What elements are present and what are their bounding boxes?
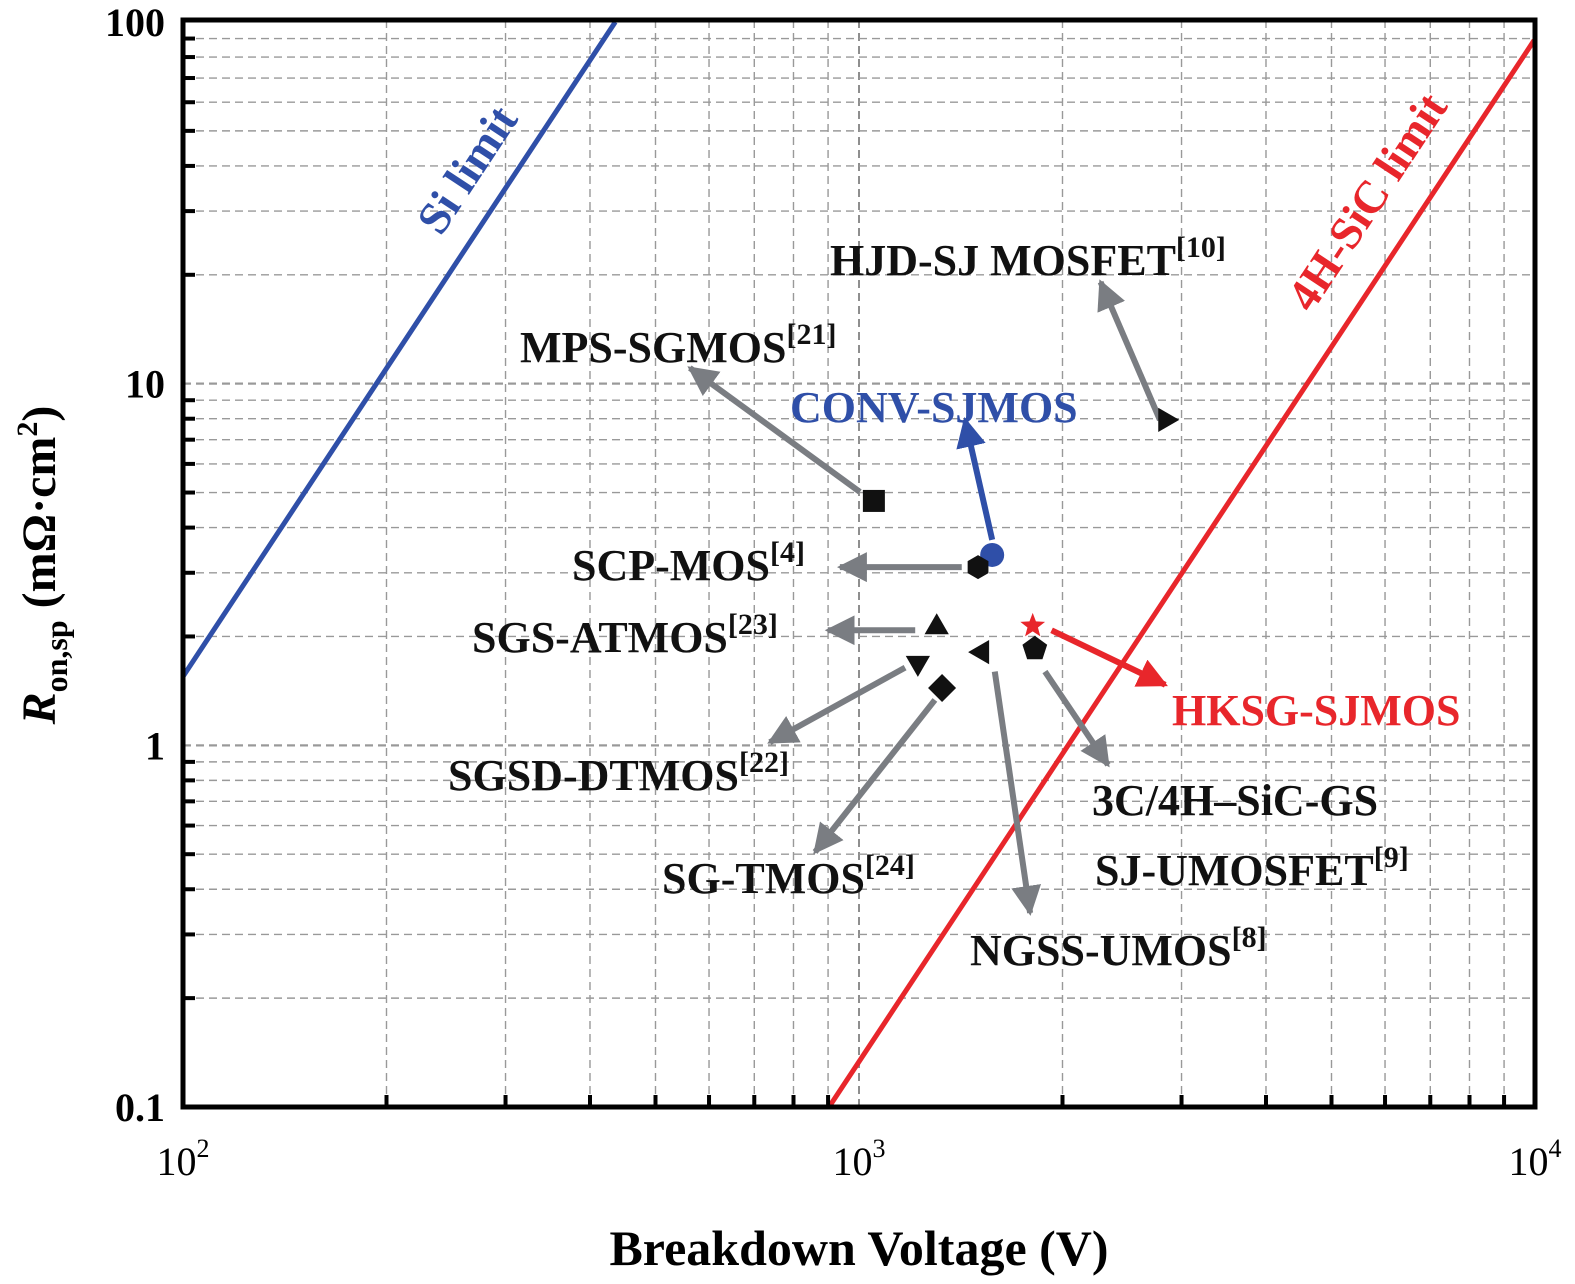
y-tick-label: 0.1: [115, 1085, 165, 1130]
annotation-label-reference: [10]: [1176, 231, 1226, 264]
data-points: [862, 407, 1180, 703]
annotation-arrow: [687, 365, 862, 495]
annotation-label: SG-TMOS[24]: [662, 849, 915, 903]
y-tick-label: 1: [145, 723, 165, 768]
x-tick-label: 104: [1509, 1134, 1562, 1184]
y-axis-unit-close: ): [13, 406, 66, 422]
limit-lines: [183, 20, 1535, 1107]
annotation-label-text: CONV-SJMOS: [790, 383, 1078, 432]
y-axis-unit-sup: 2: [11, 422, 44, 437]
x-tick-exponent: 2: [197, 1134, 210, 1163]
annotation-label-reference: [9]: [1374, 841, 1409, 874]
annotation-label: MPS-SGMOS[21]: [520, 318, 836, 372]
annotation-label: SCP-MOS[4]: [572, 536, 805, 590]
annotation-arrow: [767, 665, 907, 745]
triangle-left-marker: [968, 640, 990, 665]
annotation-arrow: [956, 416, 996, 541]
x-axis-title: Breakdown Voltage (V): [609, 1220, 1108, 1276]
x-tick-label: 102: [157, 1134, 210, 1184]
pentagon-marker: [1022, 635, 1048, 660]
annotation-label-reference: [8]: [1232, 921, 1267, 954]
hexagon-marker: [967, 555, 989, 580]
square-marker: [862, 489, 885, 512]
annotation-label-text: 3C/4H–SiC-GS: [1092, 776, 1378, 825]
annotation-arrow: [812, 698, 938, 855]
annotation-label-text: NGSS-UMOS: [970, 926, 1232, 975]
annotation-label-reference: [24]: [865, 849, 915, 882]
annotation-label-text: SG-TMOS: [662, 854, 865, 903]
y-axis-title: Ron,sp (mΩ·cm2): [11, 406, 74, 726]
y-tick-label: 10: [125, 362, 165, 407]
annotation-label-text: SCP-MOS: [572, 541, 770, 590]
annotation-label-reference: [22]: [739, 746, 789, 779]
annotation-label-text: HKSG-SJMOS: [1172, 686, 1461, 735]
annotation-label-text: SJ-UMOSFET: [1095, 846, 1374, 895]
annotation-label-text: HJD-SJ MOSFET: [830, 236, 1176, 285]
annotation-label: HJD-SJ MOSFET[10]: [830, 231, 1226, 285]
y-axis-subscript: on,sp: [38, 620, 74, 692]
annotation-label-reference: [21]: [786, 318, 836, 351]
annotation-arrow: [1050, 627, 1168, 688]
annotation-label: SGS-ATMOS[23]: [472, 608, 778, 662]
limit-line-label: Si limit: [407, 96, 528, 243]
annotation-arrow: [1097, 279, 1163, 422]
diamond-marker: [928, 674, 957, 703]
limit-line: [826, 38, 1535, 1107]
x-tick-exponent: 3: [873, 1134, 886, 1163]
star-marker: [1020, 612, 1046, 637]
annotation-label: SJ-UMOSFET[9]: [1095, 841, 1409, 895]
y-axis-symbol: R: [13, 692, 66, 725]
x-tick-base: 10: [833, 1139, 873, 1184]
x-tick-exponent: 4: [1549, 1134, 1562, 1163]
annotation-arrow: [991, 671, 1042, 916]
annotation-label-text: SGS-ATMOS: [472, 613, 728, 662]
annotation-label: NGSS-UMOS[8]: [970, 921, 1267, 975]
annotation-arrow: [1042, 669, 1111, 768]
limit-line: [183, 20, 618, 678]
triangle-down-marker: [905, 655, 930, 677]
annotation-label: SGSD-DTMOS[22]: [448, 746, 789, 800]
annotation-label-reference: [4]: [770, 536, 805, 569]
y-axis-unit: (mΩ·cm: [13, 437, 66, 621]
annotation-arrows: [687, 279, 1168, 916]
y-tick-label: 100: [105, 0, 165, 45]
grid: [183, 20, 1535, 1107]
plot-frame: [180, 17, 1538, 1110]
x-tick-base: 10: [157, 1139, 197, 1184]
annotation-label: HKSG-SJMOS: [1172, 686, 1461, 735]
triangle-up-marker: [924, 613, 949, 635]
annotation-label-text: MPS-SGMOS: [520, 323, 786, 372]
triangle-right-marker: [1158, 407, 1180, 433]
annotation-label-reference: [23]: [728, 608, 778, 641]
annotation-label: CONV-SJMOS: [790, 383, 1078, 432]
annotation-label: 3C/4H–SiC-GS: [1092, 776, 1378, 825]
x-tick-label: 103: [833, 1134, 886, 1184]
x-tick-base: 10: [1509, 1139, 1549, 1184]
annotation-label-text: SGSD-DTMOS: [448, 751, 739, 800]
